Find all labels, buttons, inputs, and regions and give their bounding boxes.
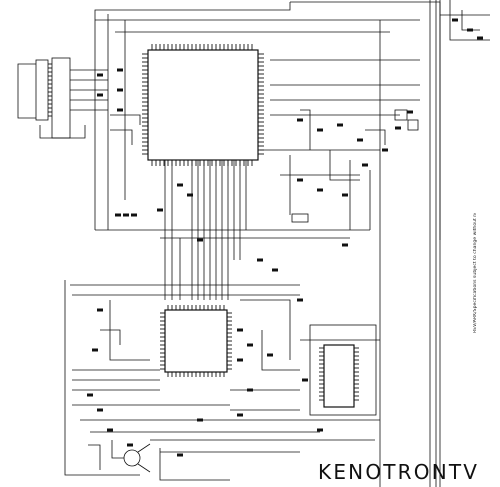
component-mark — [97, 308, 103, 312]
wire — [39, 125, 86, 139]
component-mark — [407, 110, 413, 114]
pin-header — [291, 213, 309, 223]
wire — [261, 330, 300, 371]
component-mark — [395, 126, 401, 130]
component-mark — [302, 378, 308, 382]
frame-wire-top-right — [290, 1, 441, 240]
wire — [300, 109, 311, 150]
component-mark — [342, 193, 348, 197]
ic-pin-rows — [48, 44, 359, 401]
component-mark — [237, 358, 243, 362]
component-mark — [342, 243, 348, 247]
component-mark — [237, 328, 243, 332]
component-mark — [257, 258, 263, 262]
component-mark — [97, 408, 103, 412]
wire — [137, 463, 151, 473]
component-mark — [272, 268, 278, 272]
component-mark — [317, 128, 323, 132]
wire — [137, 443, 151, 453]
specification-note: REV/ARK/Specifications subject to change… — [473, 213, 478, 333]
wire — [111, 440, 124, 459]
component-mark — [297, 178, 303, 182]
component-mark — [117, 108, 123, 112]
component-mark — [467, 28, 473, 32]
sot-package — [407, 119, 419, 131]
component-mark — [197, 238, 203, 242]
component-mark — [115, 213, 121, 217]
frame-wire-lower — [64, 280, 140, 476]
component-mark — [87, 393, 93, 397]
component-mark — [247, 343, 253, 347]
component-mark — [357, 138, 363, 142]
large-ic-body — [147, 49, 259, 161]
sot-package — [394, 109, 408, 121]
component-mark — [117, 88, 123, 92]
left-connector-body-2 — [51, 57, 71, 139]
watermark-logo: KENOTRONTV — [318, 460, 480, 484]
component-mark — [92, 348, 98, 352]
component-mark — [197, 418, 203, 422]
component-mark — [117, 68, 123, 72]
component-mark — [337, 123, 343, 127]
frame-wire-top — [94, 2, 291, 230]
component-mark — [477, 36, 483, 40]
component-mark — [187, 193, 193, 197]
wire — [159, 448, 230, 481]
component-mark — [247, 388, 253, 392]
component-mark — [97, 73, 103, 77]
component-mark — [107, 428, 113, 432]
right-ic-body — [323, 344, 355, 408]
wire — [449, 0, 490, 41]
right-ic-frame — [309, 324, 377, 416]
component-mark — [157, 208, 163, 212]
component-mark — [123, 213, 129, 217]
wire — [110, 114, 141, 125]
component-mark — [97, 93, 103, 97]
wire — [88, 444, 101, 470]
mid-ic-body — [164, 309, 228, 373]
component-mark — [362, 163, 368, 167]
wire — [329, 150, 360, 181]
component-mark — [267, 353, 273, 357]
wire — [110, 129, 133, 145]
transistor-q1-body — [123, 449, 141, 467]
component-mark — [382, 148, 388, 152]
wire — [240, 299, 291, 360]
component-mark — [452, 18, 458, 22]
wire — [109, 300, 150, 361]
junction-dots — [87, 18, 483, 457]
left-connector-body — [35, 59, 49, 121]
component-mark — [177, 453, 183, 457]
wire — [100, 329, 121, 345]
component-mark — [131, 213, 137, 217]
component-mark — [317, 428, 323, 432]
component-mark — [177, 183, 183, 187]
wire — [17, 63, 36, 119]
wire — [461, 10, 480, 31]
component-mark — [317, 188, 323, 192]
component-mark — [237, 413, 243, 417]
component-mark — [297, 118, 303, 122]
wire — [365, 129, 386, 145]
component-mark — [127, 443, 133, 447]
component-mark — [297, 298, 303, 302]
